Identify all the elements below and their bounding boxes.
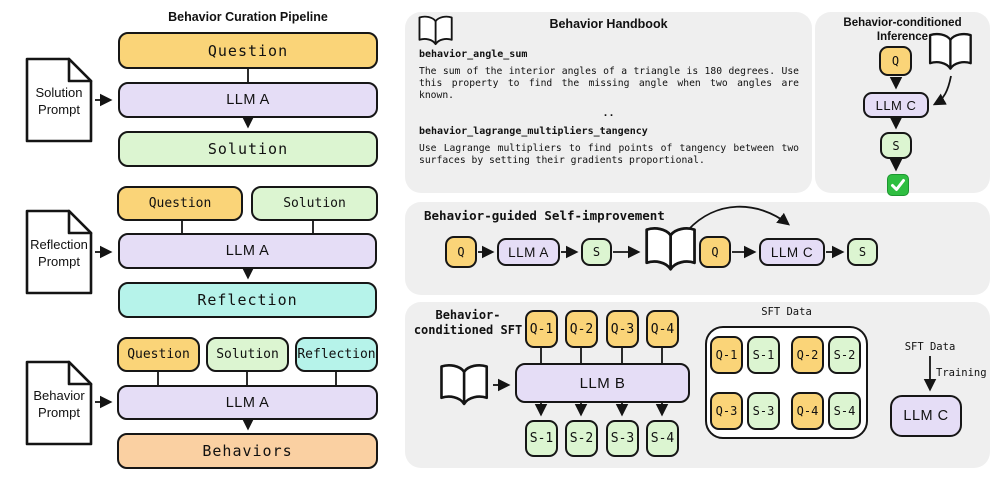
prompt-label-line: Prompt bbox=[38, 254, 80, 269]
prompt-label-line: Solution bbox=[35, 85, 83, 100]
reflection-prompt-label: Reflection Prompt bbox=[25, 232, 93, 274]
reflection-box: Reflection bbox=[295, 337, 378, 372]
solution-box: Solution bbox=[251, 186, 378, 221]
question-box: Question bbox=[117, 337, 200, 372]
pair-cell: Q-2 bbox=[791, 336, 824, 374]
pair-cell: S-4 bbox=[828, 392, 861, 430]
question-box: Q bbox=[445, 236, 477, 268]
solution-box: S-4 bbox=[646, 420, 679, 457]
question-box: Q-3 bbox=[606, 310, 639, 348]
question-box: Question bbox=[117, 186, 243, 221]
behavior-prompt-label: Behavior Prompt bbox=[25, 383, 93, 425]
llm-a-box: LLM A bbox=[118, 82, 378, 118]
handbook-panel bbox=[405, 12, 812, 193]
llm-a-box: LLM A bbox=[497, 238, 560, 266]
solution-box: S-2 bbox=[565, 420, 598, 457]
solution-box: Solution bbox=[206, 337, 289, 372]
llm-c-box: LLM C bbox=[863, 92, 929, 118]
pipeline-connectors bbox=[95, 69, 337, 431]
sft-title-line1: Behavior- bbox=[435, 308, 501, 322]
pair-cell: S-2 bbox=[828, 336, 861, 374]
llm-a-box: LLM A bbox=[117, 385, 378, 420]
pair-cell: S-1 bbox=[747, 336, 780, 374]
question-box: Q-2 bbox=[565, 310, 598, 348]
pair-cell: Q-3 bbox=[710, 392, 743, 430]
solution-box: S bbox=[847, 238, 878, 266]
solution-prompt-label: Solution Prompt bbox=[25, 80, 93, 122]
behavior-entry-text: Use Lagrange multipliers to find points … bbox=[419, 143, 799, 166]
handbook-title: Behavior Handbook bbox=[549, 17, 668, 31]
pipeline-title: Behavior Curation Pipeline bbox=[168, 10, 328, 24]
llm-c-box: LLM C bbox=[890, 395, 962, 437]
training-arrow-label: Training bbox=[936, 367, 987, 379]
question-box: Q-1 bbox=[525, 310, 558, 348]
sft-data-title: SFT Data bbox=[761, 306, 812, 318]
behavior-entry-name: behavior_angle_sum bbox=[419, 49, 528, 60]
inference-title: Behavior-conditioned Inference bbox=[815, 16, 990, 44]
solution-box: Solution bbox=[118, 131, 378, 167]
llm-b-box: LLM B bbox=[515, 363, 690, 403]
sft-connectors bbox=[493, 348, 937, 417]
success-check-icon bbox=[887, 174, 909, 196]
pair-cell: S-3 bbox=[747, 392, 780, 430]
sft-book-icon bbox=[440, 364, 489, 406]
handbook-ellipsis: .. bbox=[602, 108, 615, 119]
question-box: Q-4 bbox=[646, 310, 679, 348]
pair-cell: Q-4 bbox=[791, 392, 824, 430]
self-improvement-title: Behavior-guided Self-improvement bbox=[424, 208, 665, 223]
behavior-entry-name: behavior_lagrange_multipliers_tangency bbox=[419, 126, 648, 137]
solution-box: S bbox=[880, 132, 912, 159]
self-improvement-connectors bbox=[478, 205, 845, 259]
llm-a-box: LLM A bbox=[118, 233, 377, 269]
pair-cell: Q-1 bbox=[710, 336, 743, 374]
prompt-label-line: Prompt bbox=[38, 405, 80, 420]
prompt-label-line: Reflection bbox=[30, 237, 88, 252]
behavior-entry-text: The sum of the interior angles of a tria… bbox=[419, 66, 799, 101]
reflection-box: Reflection bbox=[118, 282, 377, 318]
inference-connectors bbox=[889, 75, 952, 172]
llm-c-box: LLM C bbox=[759, 238, 825, 266]
prompt-label-line: Behavior bbox=[33, 388, 85, 403]
sft-data-source-label: SFT Data bbox=[904, 341, 956, 353]
question-box: Question bbox=[118, 32, 378, 69]
self-improvement-book-icon bbox=[645, 227, 696, 271]
prompt-label-line: Prompt bbox=[38, 102, 80, 117]
solution-box: S-1 bbox=[525, 420, 558, 457]
behaviors-box: Behaviors bbox=[117, 433, 378, 469]
solution-box: S bbox=[581, 238, 612, 266]
question-box: Q bbox=[879, 46, 912, 76]
sft-title: Behavior- conditioned SFT bbox=[406, 308, 530, 338]
question-box: Q bbox=[699, 236, 731, 268]
inference-title-line2: Inference bbox=[876, 31, 929, 43]
solution-box: S-3 bbox=[606, 420, 639, 457]
inference-title-line1: Behavior-conditioned bbox=[843, 17, 962, 29]
sft-title-line2: conditioned SFT bbox=[413, 323, 523, 337]
